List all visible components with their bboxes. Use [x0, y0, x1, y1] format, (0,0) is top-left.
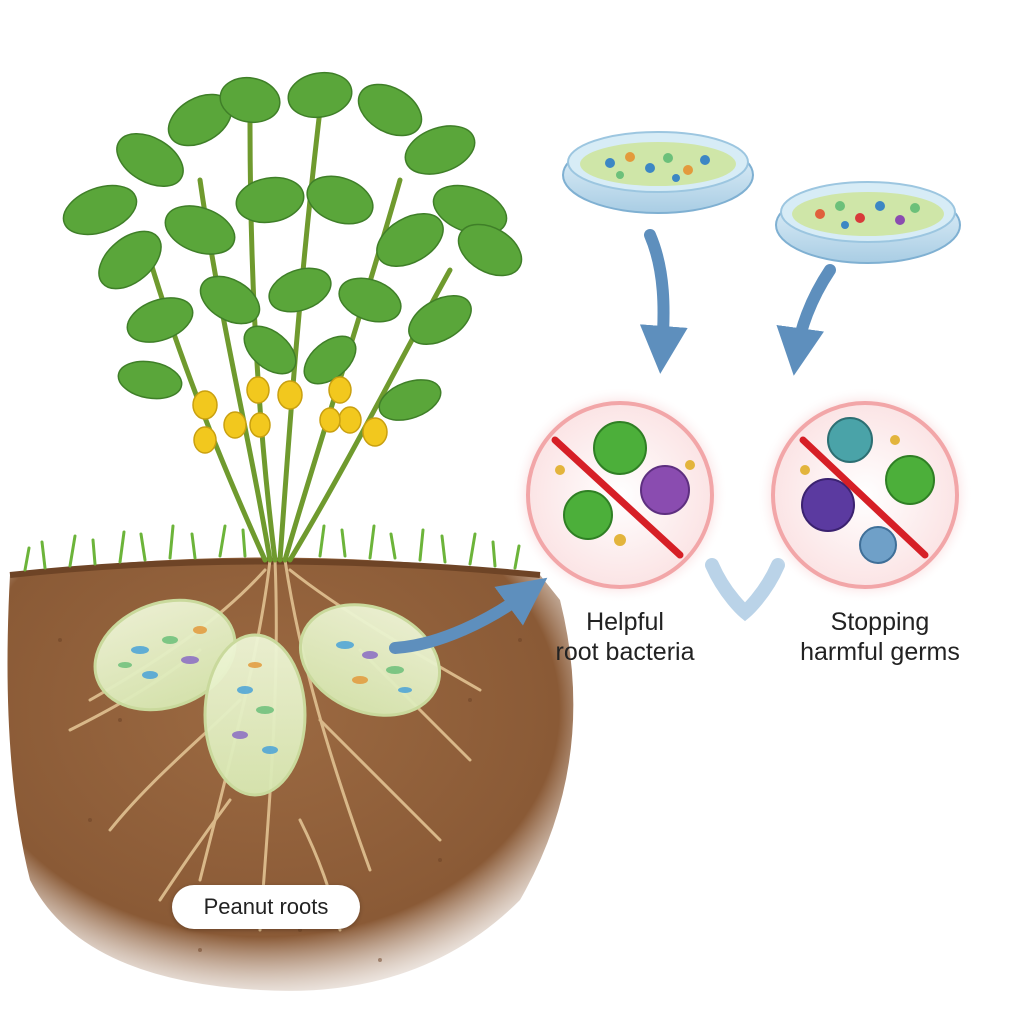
- petri-dish-left: [562, 131, 754, 214]
- arrow-roots-to-bacteria: [389, 577, 548, 654]
- stopping-germs-label: Stopping harmful germs: [780, 607, 980, 667]
- inhibition-slash: [799, 436, 929, 559]
- helpful-label-line1: Helpful: [586, 608, 664, 636]
- plant-stems: [147, 107, 453, 563]
- plant-leaves: [62, 71, 523, 421]
- inhibition-slash: [551, 436, 684, 559]
- grass: [23, 524, 521, 572]
- peanut-roots-label: Peanut roots: [172, 885, 360, 929]
- arrow-merge: [705, 558, 785, 622]
- helpful-label-line2: root bacteria: [555, 638, 695, 666]
- helpful-bacteria-label: Helpful root bacteria: [545, 607, 705, 667]
- inhibition-circle-helpful: [512, 387, 728, 603]
- root-nodule-left: [93, 598, 237, 712]
- stopping-label-line2: harmful germs: [800, 638, 960, 666]
- arrow-dish-left-down: [639, 229, 688, 374]
- peanut-pods: [192, 376, 388, 454]
- arrow-dish-right-down: [776, 264, 836, 376]
- stopping-label-line1: Stopping: [830, 608, 930, 636]
- germ-cluster-icon: [800, 417, 935, 564]
- petri-dish-right: [775, 181, 961, 264]
- root-nodule-right: [298, 603, 442, 717]
- bacteria-cluster-icon: [555, 421, 695, 546]
- inhibition-circle-harmful: [757, 387, 973, 603]
- root-nodule-center: [203, 633, 307, 797]
